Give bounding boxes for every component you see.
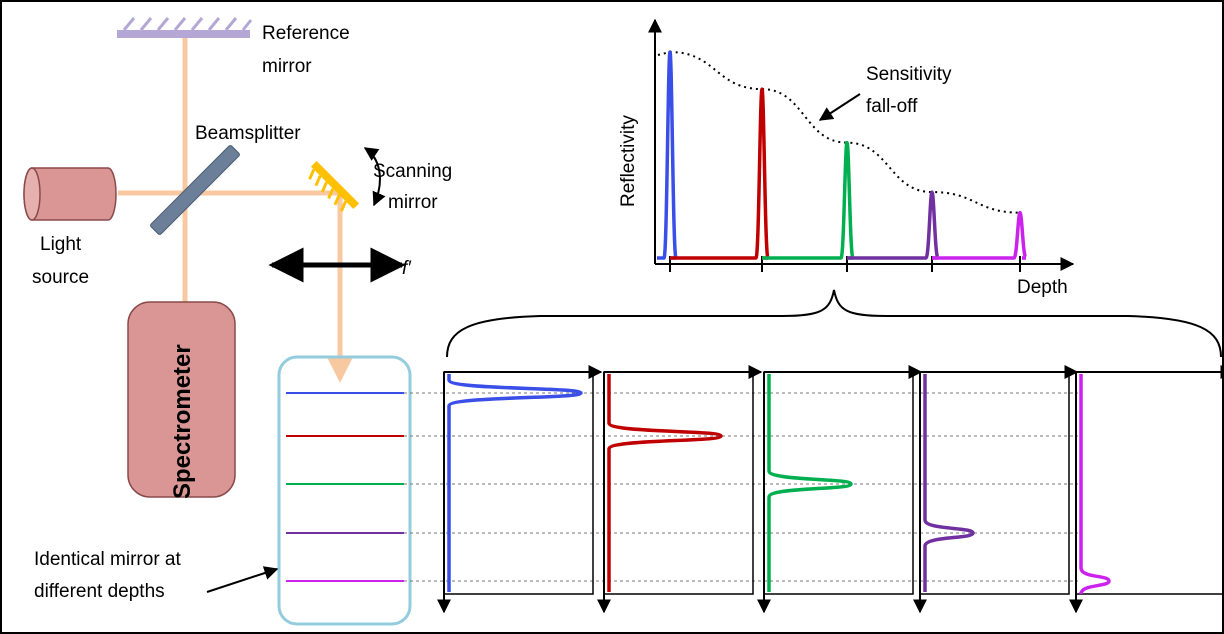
falloff-pointer <box>818 93 861 121</box>
depth-panel-frame <box>603 371 754 595</box>
sensitivity-xlabel: Depth <box>1017 277 1068 298</box>
falloff-label-1: Sensitivity <box>866 64 952 85</box>
depth-panel-magenta <box>1069 365 1224 614</box>
depth-panel-frame <box>763 371 914 595</box>
sensitivity-peak-red <box>670 87 770 260</box>
depth-panel-curve <box>447 374 583 592</box>
sensitivity-peak-blue <box>657 50 678 260</box>
depth-panel-curve <box>1079 374 1111 595</box>
scan-rotation-arrow <box>363 147 386 207</box>
sensitivity-falloff-curve <box>657 50 1021 214</box>
scanning-mirror <box>308 160 360 212</box>
sample-box <box>277 355 412 626</box>
depth-panel-frame <box>919 371 1070 595</box>
identical-mirror-label-1: Identical mirror at <box>34 549 181 570</box>
sensitivity-ylabel: Reflectivity <box>618 115 639 207</box>
spectrometer <box>127 301 236 498</box>
beam-paths <box>118 38 353 383</box>
identical-mirror-pointer <box>206 566 279 593</box>
depth-panel-frame <box>443 371 594 595</box>
falloff-label-2: fall-off <box>866 96 918 117</box>
light-source-label-1: Light <box>40 234 82 255</box>
light-source <box>23 167 117 221</box>
scanning-mirror-label-1: Scanning <box>373 161 452 182</box>
scanning-mirror-label-2: mirror <box>388 192 438 213</box>
light-source-label-2: source <box>32 267 89 288</box>
sensitivity-peak-green <box>762 140 855 260</box>
sensitivity-peak-magenta <box>932 210 1028 260</box>
beamsplitter <box>150 145 240 235</box>
depth-panel-curve <box>767 374 853 592</box>
reference-mirror-label-2: mirror <box>262 56 312 77</box>
sample-mirrors <box>286 392 404 582</box>
beamsplitter-label: Beamsplitter <box>195 123 301 144</box>
sensitivity-peak-purple <box>847 190 940 260</box>
depth-panel-curve <box>923 374 975 592</box>
depth-panel-red <box>597 365 763 614</box>
depth-panel-green <box>757 365 923 614</box>
brace <box>446 289 1222 358</box>
depth-panel-blue <box>437 365 603 614</box>
sensitivity-plot: Reflectivity Depth Sensitivity fall-off <box>618 18 1075 298</box>
reference-mirror-label-1: Reference <box>262 23 350 44</box>
depth-guide-lines <box>404 392 1078 582</box>
reference-mirror <box>117 17 253 38</box>
lens-focal-label: f′ <box>402 258 412 279</box>
spectrometer-label: Spectrometer <box>169 344 196 499</box>
identical-mirror-label-2: different depths <box>34 581 165 602</box>
depth-panel-curve <box>607 374 723 592</box>
depth-panel-purple <box>913 365 1079 614</box>
depth-panels <box>437 365 1224 614</box>
depth-panel-frame <box>1075 371 1224 595</box>
